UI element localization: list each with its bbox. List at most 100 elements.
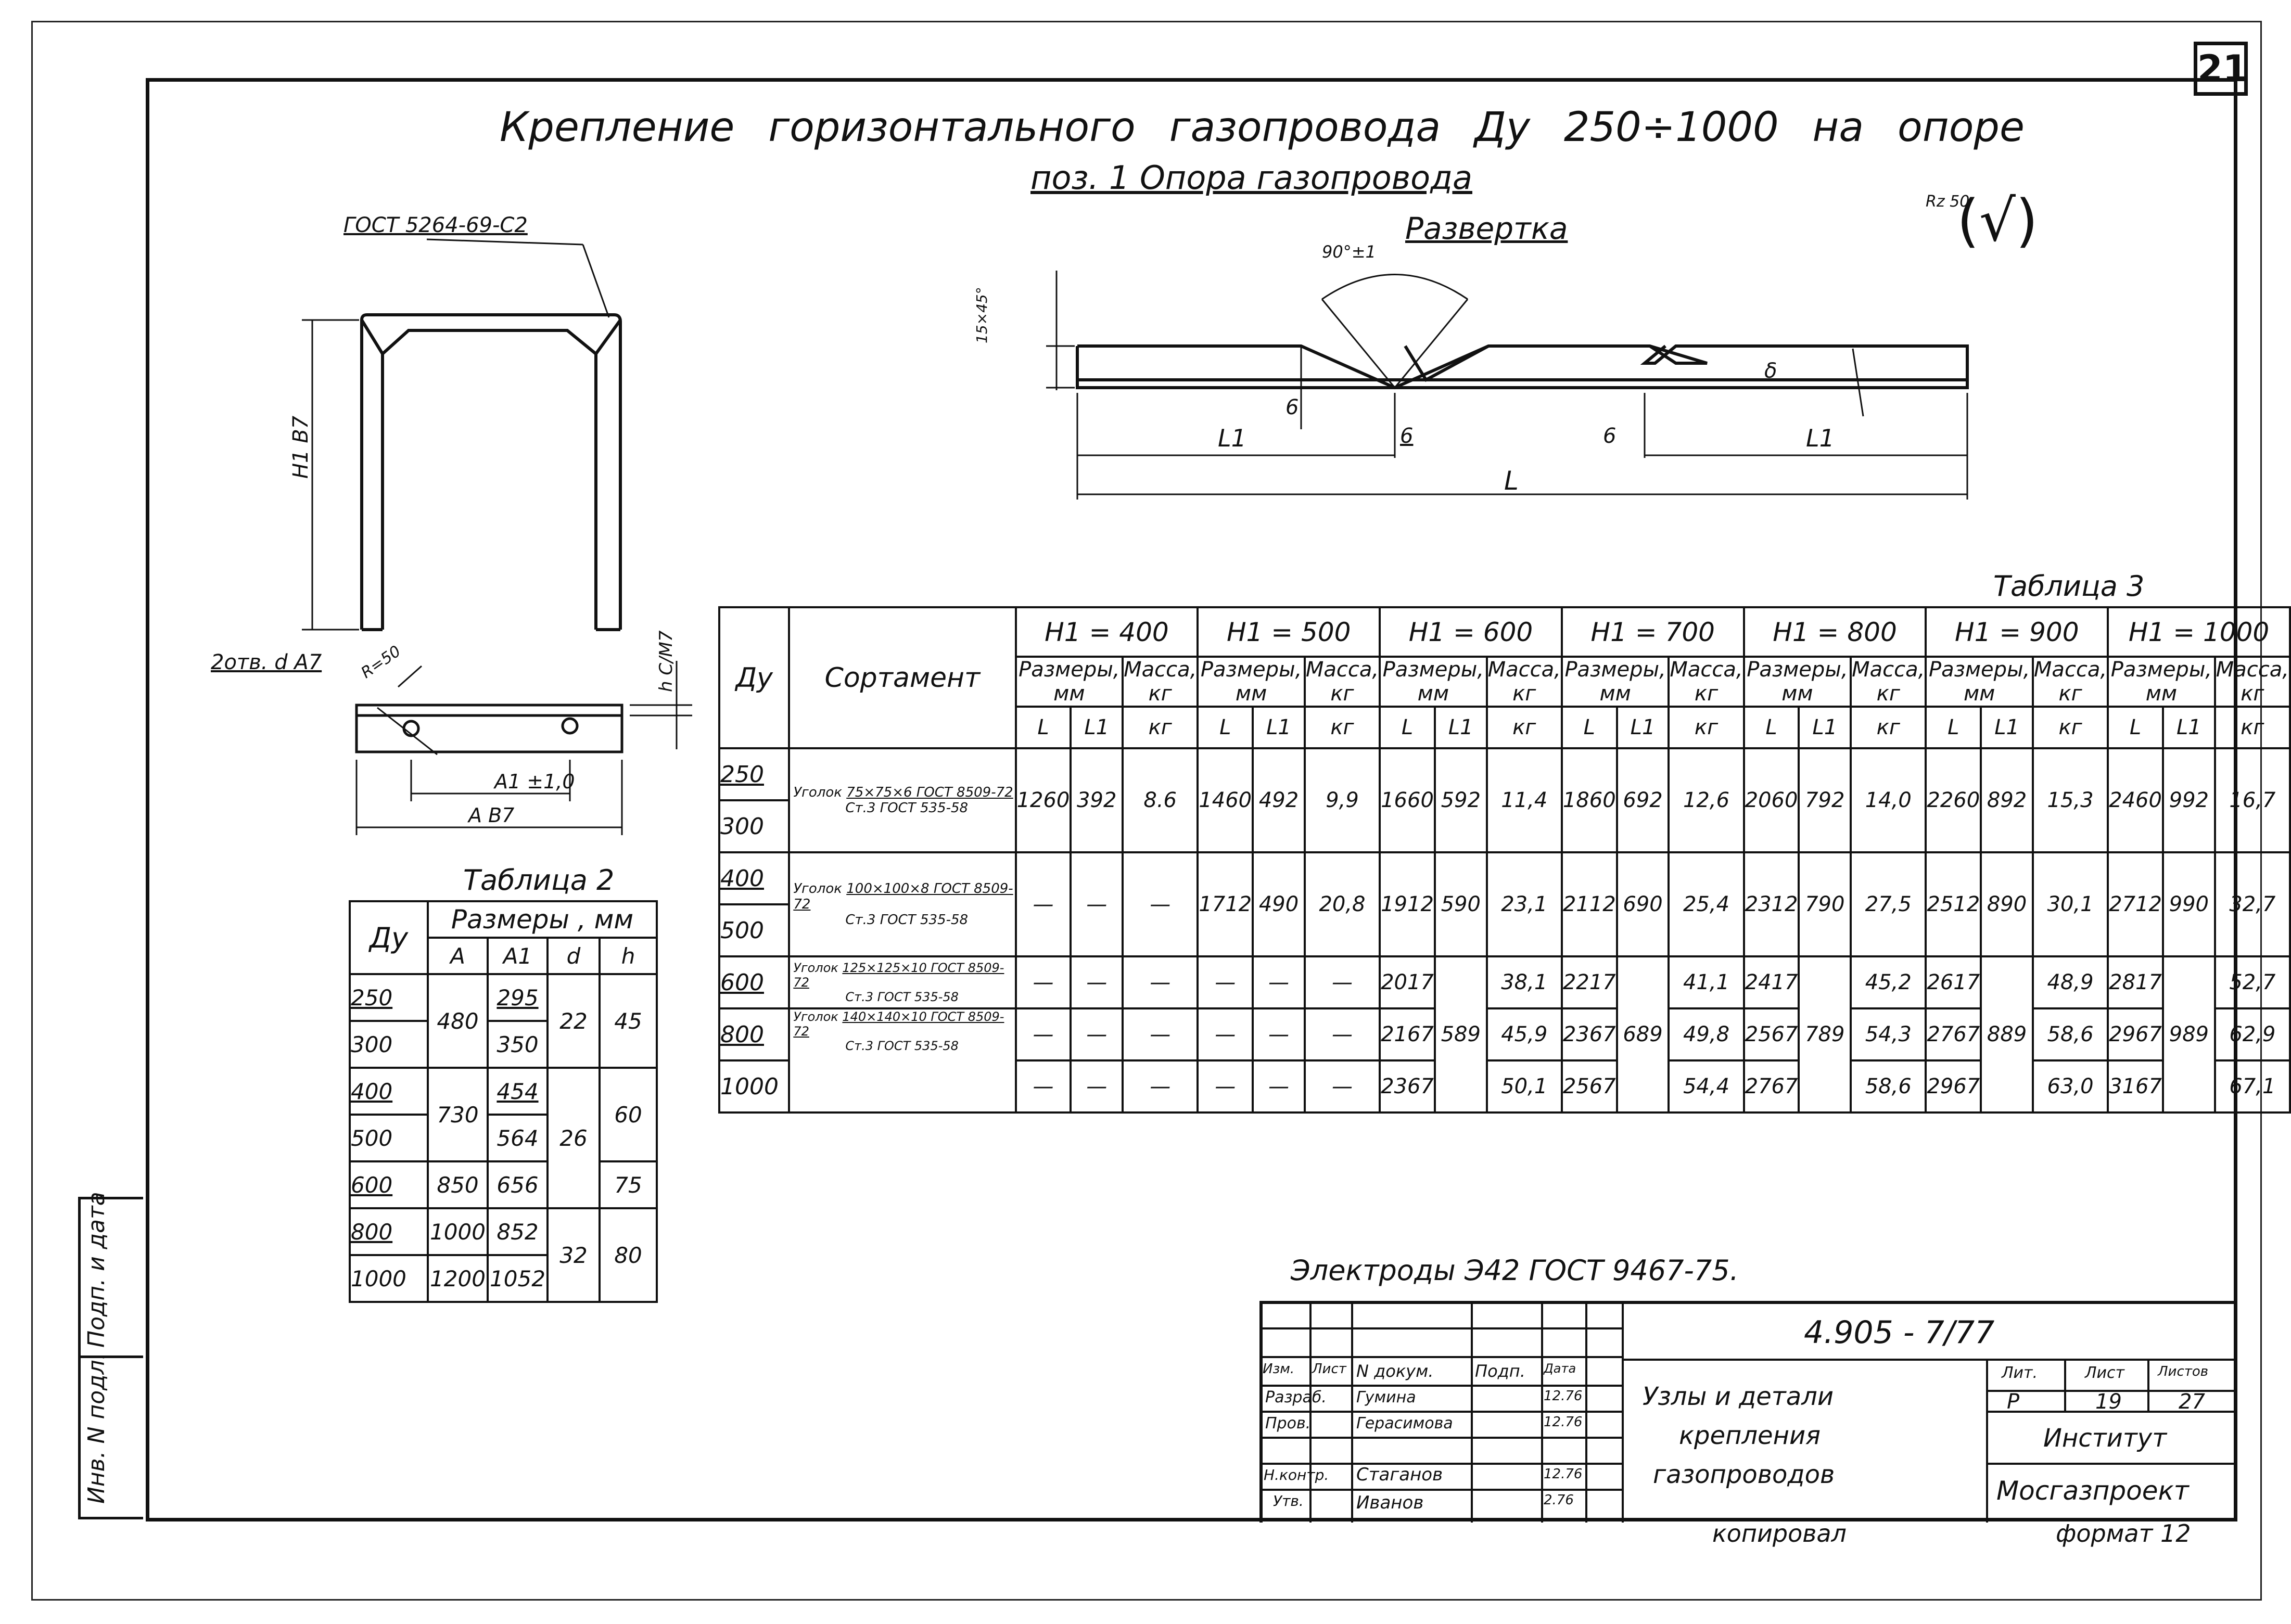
t3-cell: 2312	[1742, 851, 1800, 957]
t3-head-unit: кг	[2031, 706, 2109, 749]
stamp-name-norm: Стаганов	[1356, 1464, 1443, 1485]
t3-merged-l1: 589	[1433, 955, 1488, 1114]
t3-cell: 32,7	[2213, 851, 2291, 957]
t3-cell: 690	[1615, 851, 1670, 957]
t3-cell: 2417	[1742, 955, 1800, 1009]
t3-cell: —	[1070, 955, 1124, 1009]
t3-sub-sizes: Размеры, мм	[1925, 656, 2034, 708]
t3-group-1000: H1 = 1000	[2107, 606, 2291, 658]
t3-cell: 2167	[1379, 1007, 1436, 1062]
dev-dim-l1-left: L1	[1218, 424, 1246, 452]
sheet-number: 21	[2194, 42, 2248, 96]
dev-dim-6-left: 6	[1285, 395, 1299, 419]
stamp-head-sign: Подп.	[1475, 1361, 1525, 1381]
stamp-lit-head: Лит.	[2002, 1364, 2038, 1382]
t3-cell: 58,6	[2031, 1007, 2109, 1062]
t3-cell: 20,8	[1303, 851, 1381, 957]
stamp-role-appr: Утв.	[1273, 1492, 1304, 1510]
t3-merged-l1: 889	[1980, 955, 2034, 1114]
t3-profile-top: 100×100×8 ГОСТ 8509-72	[793, 881, 1013, 912]
t3-sub-sizes: Размеры, мм	[1014, 656, 1124, 708]
t3-head-l: L	[1742, 706, 1800, 749]
stamp-head-doc: N докум.	[1356, 1361, 1434, 1381]
binder-label-inv: Инв. N подл.	[83, 1352, 110, 1504]
dim-a: A B7	[468, 804, 515, 827]
dev-dim-6-right: 6	[1603, 424, 1617, 448]
t3-head-l1: L1	[1980, 706, 2034, 749]
gost-weld-label: ГОСТ 5264-69-С2	[343, 213, 528, 237]
t2-a-850: 850	[427, 1160, 489, 1209]
chamfer-label: 15×45°	[973, 287, 990, 343]
t3-cell: —	[1122, 1007, 1199, 1062]
t3-cell: 2967	[2107, 1007, 2164, 1062]
t3-sub-sizes: Размеры, мм	[1560, 656, 1670, 708]
t3-cell: —	[1014, 1059, 1072, 1114]
t2-a1: 295	[487, 973, 549, 1022]
t3-cell: 2767	[1742, 1059, 1800, 1114]
t2-h-60: 60	[599, 1067, 658, 1162]
t3-cell: —	[1014, 1007, 1072, 1062]
t3-cell: —	[1252, 955, 1306, 1009]
stamp-role-check: Пров.	[1265, 1414, 1311, 1433]
t3-head-unit: кг	[1485, 706, 1563, 749]
t2-head-h: h	[599, 937, 658, 975]
t3-du-300: 300	[718, 799, 791, 853]
t3-group-600: H1 = 600	[1379, 606, 1563, 658]
t2-a1: 656	[487, 1160, 549, 1209]
t3-head-l1: L1	[1433, 706, 1488, 749]
t2-a1: 852	[487, 1207, 549, 1256]
t2-du-600: 600	[349, 1160, 429, 1209]
t3-sub-mass: Масса, кг	[2213, 656, 2291, 708]
table2-caption: Таблица 2	[463, 864, 615, 897]
t3-cell: 692	[1615, 747, 1670, 853]
t3-cell: 1460	[1197, 747, 1254, 853]
t2-a-730: 730	[427, 1067, 489, 1162]
stamp-name-check: Герасимова	[1356, 1414, 1453, 1433]
t3-head-du: Ду	[718, 606, 791, 749]
t2-a-1000: 1000	[427, 1207, 489, 1256]
stamp-org-1: Институт	[2043, 1424, 2167, 1453]
t3-cell: 54,4	[1668, 1059, 1745, 1114]
t3-head-l: L	[1925, 706, 1982, 749]
stamp-name-line2: крепления	[1679, 1421, 1821, 1450]
stamp-date-appr: 2.76	[1544, 1492, 1574, 1508]
t3-du-800: 800	[718, 1007, 791, 1062]
t3-cell: 25,4	[1668, 851, 1745, 957]
t3-cell: 8.6	[1122, 747, 1199, 853]
t3-sub-mass: Масса, кг	[1668, 656, 1745, 708]
t3-profile-4: Уголок 140×140×10 ГОСТ 8509-72 Ст.3 ГОСТ…	[788, 1007, 1017, 1114]
t2-head-d: d	[546, 937, 601, 975]
t3-group-700: H1 = 700	[1560, 606, 1745, 658]
t3-cell: 45,9	[1485, 1007, 1563, 1062]
t3-head-l1: L1	[2161, 706, 2216, 749]
t3-profile-name: Уголок	[793, 785, 842, 800]
t3-cell: 990	[2161, 851, 2216, 957]
t3-cell: 52,7	[2213, 955, 2291, 1009]
frame-view-drawing	[302, 238, 692, 835]
dim-h: h C/М7	[656, 630, 677, 692]
t3-cell: 63,0	[2031, 1059, 2109, 1114]
t2-du-800: 800	[349, 1207, 429, 1256]
t3-cell: 50,1	[1485, 1059, 1563, 1114]
t3-cell: —	[1197, 1059, 1254, 1114]
t3-profile-bottom: Ст.3 ГОСТ 535-58	[845, 990, 959, 1004]
t3-cell: 2367	[1379, 1059, 1436, 1114]
t3-cell: 45,2	[1850, 955, 1927, 1009]
t2-du-500: 500	[349, 1114, 429, 1162]
t2-du-400: 400	[349, 1067, 429, 1116]
t2-head-a1: A1	[487, 937, 549, 975]
t3-profile-bottom: Ст.3 ГОСТ 535-58	[845, 912, 969, 928]
t3-profile-top: 125×125×10 ГОСТ 8509-72	[793, 961, 1004, 990]
t3-cell: 1712	[1197, 851, 1254, 957]
stamp-role-norm: Н.контр.	[1264, 1466, 1329, 1484]
t3-cell: 11,4	[1485, 747, 1563, 853]
t3-cell: 592	[1433, 747, 1488, 853]
t3-cell: —	[1252, 1007, 1306, 1062]
t3-sub-sizes: Размеры, мм	[1197, 656, 1306, 708]
t3-head-unit: кг	[1668, 706, 1745, 749]
t3-cell: 2767	[1925, 1007, 1982, 1062]
t2-du-300: 300	[349, 1020, 429, 1069]
t3-profile-3: Уголок 125×125×10 ГОСТ 8509-72 Ст.3 ГОСТ…	[788, 955, 1017, 1009]
stamp-date-check: 12.76	[1544, 1414, 1583, 1430]
t2-a-480: 480	[427, 973, 489, 1069]
